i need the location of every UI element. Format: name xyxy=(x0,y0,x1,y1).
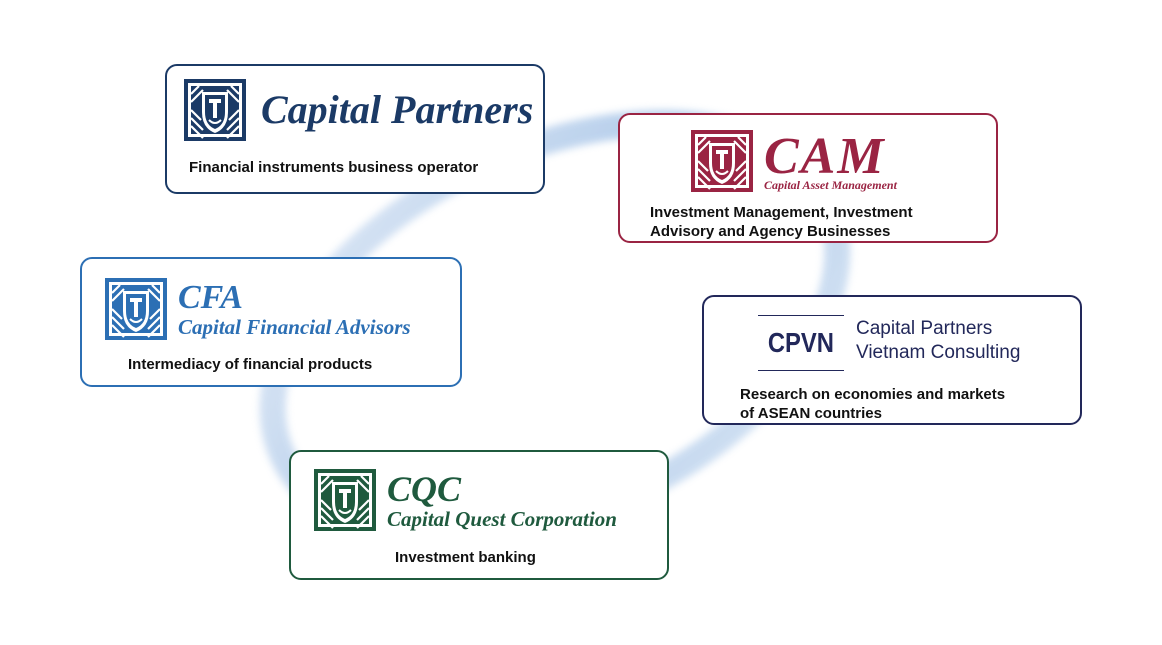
lion-shield-icon xyxy=(183,78,247,142)
capital-partners-name: Capital Partners xyxy=(261,87,534,132)
lion-shield-icon xyxy=(104,277,168,341)
cam-description: Investment Management, Investment Adviso… xyxy=(650,204,913,240)
cqc-subname: Capital Quest Corporation xyxy=(387,506,617,531)
cfa-subname: Capital Financial Advisors xyxy=(178,314,411,339)
lion-shield-icon xyxy=(690,129,754,193)
cfa-card: CFA Capital Financial Advisors Intermedi… xyxy=(80,257,462,387)
cpvn-name-line2: Vietnam Consulting xyxy=(856,342,1021,363)
cam-name: CAM xyxy=(764,128,886,185)
cqc-description: Investment banking xyxy=(395,549,536,566)
cam-card: CAM Capital Asset Management Investment … xyxy=(618,113,998,243)
cfa-name: CFA xyxy=(178,278,243,316)
cpvn-logo: CPVN xyxy=(758,315,844,371)
cam-subname: Capital Asset Management xyxy=(764,178,897,192)
cpvn-name-line1: Capital Partners xyxy=(856,318,993,339)
cfa-description: Intermediacy of financial products xyxy=(128,356,373,373)
cpvn-code: CPVN xyxy=(767,327,835,358)
capital-partners-card: Capital Partners Financial instruments b… xyxy=(165,64,545,194)
cpvn-description: Research on economies and markets of ASE… xyxy=(740,386,1006,422)
lion-shield-icon xyxy=(313,468,377,532)
cqc-name: CQC xyxy=(387,468,462,509)
cpvn-card: CPVN Capital Partners Vietnam Consulting… xyxy=(702,295,1082,425)
capital-partners-description: Financial instruments business operator xyxy=(189,159,479,176)
cqc-card: CQC Capital Quest Corporation Investment… xyxy=(289,450,669,580)
